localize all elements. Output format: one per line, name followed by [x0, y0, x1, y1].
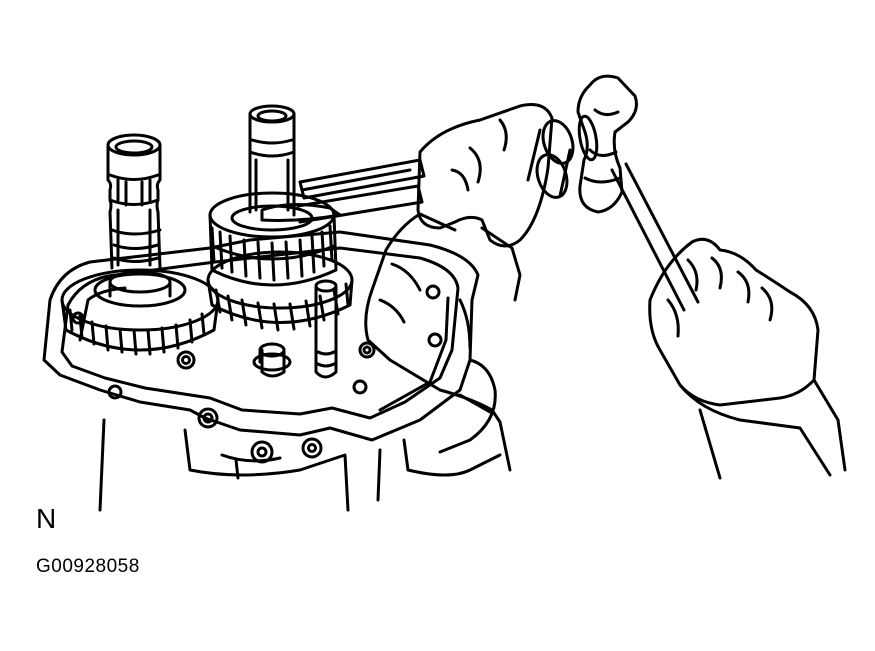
- left-shaft: [62, 135, 218, 354]
- left-hand: [366, 105, 552, 471]
- right-hand: [650, 239, 845, 478]
- hammer: [576, 76, 698, 310]
- center-shaft: [208, 106, 352, 330]
- view-letter-label: N: [36, 503, 57, 534]
- figure-code-label: G00928058: [36, 556, 140, 577]
- drift-punch: [298, 117, 578, 222]
- transmission-case: [44, 232, 500, 510]
